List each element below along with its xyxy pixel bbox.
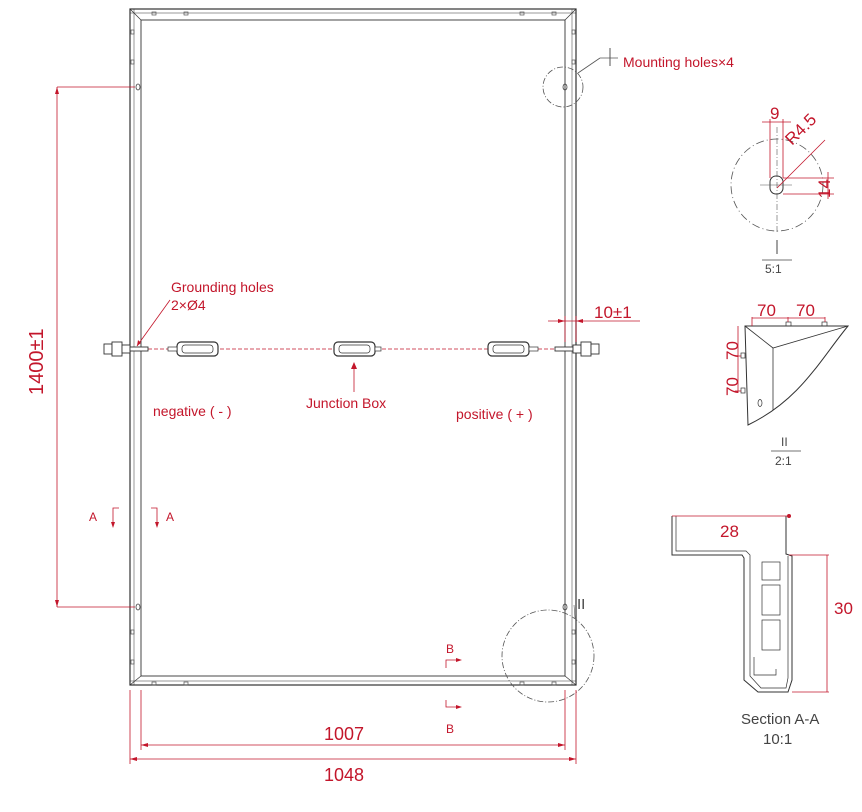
grounding-holes-spec: 2×Ø4: [171, 297, 206, 313]
section-A-left: A: [89, 510, 97, 524]
junction-box-center: [333, 341, 382, 357]
height-value: 1400±1: [26, 328, 48, 395]
grounding-leader: [136, 299, 171, 347]
detail-II-circle: [501, 609, 595, 703]
height-dimension: [56, 86, 135, 608]
left-connector: [103, 341, 149, 357]
detail-I-scale: 5:1: [765, 262, 782, 276]
section-dim-30: 30: [834, 599, 853, 618]
width-dimensions: [129, 690, 577, 764]
section-B-top: B: [446, 642, 454, 656]
detail-II-dim-top-1: 70: [757, 301, 776, 320]
section-A-right: A: [166, 510, 174, 524]
detail-II-dim-side-2: 70: [723, 377, 742, 396]
junction-box-label: Junction Box: [306, 395, 386, 411]
positive-label: positive ( + ): [456, 406, 533, 422]
section-A-A-view: 28 30 Section A-A 10:1: [671, 514, 853, 748]
detail-II-dim-top-2: 70: [796, 301, 815, 320]
detail-II-label: II: [781, 435, 788, 449]
junction-box-left: [167, 341, 219, 357]
frame-drain-slots: [130, 11, 576, 686]
section-B-bottom: B: [446, 722, 454, 736]
mounting-holes-label: Mounting holes×4: [623, 54, 734, 70]
inner-width-value: 1007: [324, 724, 364, 744]
grounding-holes-label: Grounding holes: [171, 279, 274, 295]
detail-II-scale: 2:1: [775, 454, 792, 468]
section-scale: 10:1: [763, 731, 792, 748]
detail-I-dim-9: 9: [770, 104, 779, 123]
detail-I-dim-r45: R4.5: [781, 110, 820, 149]
detail-II-mark: II: [577, 596, 585, 613]
cable-assembly: [103, 341, 600, 357]
section-A-markers: [112, 507, 158, 525]
outer-width-value: 1048: [324, 765, 364, 785]
detail-II-view: 70 70 70 70 II 2:1: [723, 301, 850, 468]
negative-label: negative ( - ): [153, 403, 232, 419]
detail-I-view: 9 R4.5 14 5:1: [730, 104, 834, 276]
detail-II-dim-side-1: 70: [723, 341, 742, 360]
section-dim-28: 28: [720, 522, 739, 541]
right-connector: [554, 341, 600, 357]
section-title: Section A-A: [741, 711, 819, 728]
junction-box-right: [487, 341, 539, 357]
cable-gap-value: 10±1: [594, 303, 632, 322]
detail-I-dim-14: 14: [815, 179, 834, 198]
mounting-holes: [135, 83, 568, 611]
detail-I-circle: [542, 66, 584, 108]
section-B-markers: [445, 659, 460, 708]
